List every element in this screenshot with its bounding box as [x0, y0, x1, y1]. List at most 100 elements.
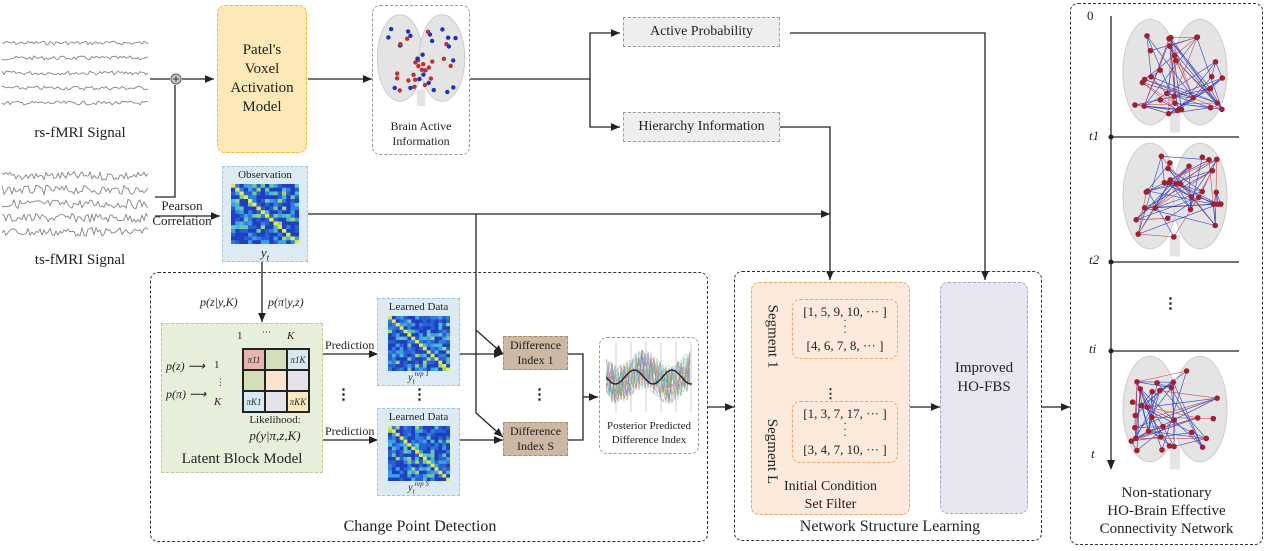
heatmap-cell [403, 450, 408, 454]
heatmap-cell [260, 236, 266, 241]
heatmap-cell [403, 439, 408, 444]
heatmap-cell [395, 319, 400, 324]
heatmap-cell [442, 446, 447, 451]
heatmap-cell [395, 439, 400, 444]
heatmap-cell [403, 336, 408, 341]
heatmap-cell [419, 432, 424, 437]
heatmap-cell [442, 426, 447, 430]
heatmap-cell [419, 326, 424, 331]
timeline-label-t2: t2 [1089, 252, 1100, 267]
heatmap-cell [422, 477, 428, 481]
lbm-row-label-k: K [214, 396, 222, 408]
heatmap-cell [415, 443, 420, 447]
heatmap-cell [446, 346, 450, 351]
vdots-timeline: ⋮ [1163, 296, 1178, 312]
heatmap-cell [415, 467, 420, 471]
active-voxel-dot [421, 62, 426, 67]
heatmap-cell [277, 202, 283, 207]
heatmap-cell [446, 319, 450, 324]
active-voxel-dot [421, 72, 426, 77]
connectivity-edge [1159, 390, 1218, 399]
heatmap-cell [426, 364, 431, 368]
heatmap-cell [415, 326, 420, 331]
heatmap-cell [403, 426, 408, 430]
initial-condition-set-filter-box: Segment 1 [1, 5, 9, 10, ··· ] ··· [4, 6,… [751, 282, 910, 515]
heatmap-cell [252, 184, 257, 189]
heatmap-cell [434, 322, 439, 327]
heatmap-cell [239, 240, 245, 244]
brain-node [1147, 47, 1154, 54]
lbm-cell: π1K [287, 349, 309, 370]
heatmap-cell [434, 460, 439, 465]
heatmap-cell [239, 217, 245, 222]
heatmap-cell [395, 477, 400, 481]
heatmap-cell [446, 477, 450, 481]
heatmap-cell [422, 336, 428, 341]
heatmap-cell [442, 432, 447, 437]
heatmap-cell [395, 426, 400, 430]
brain-node [1158, 153, 1165, 160]
heatmap-cell [391, 316, 397, 320]
heatmap-cell [260, 240, 266, 244]
heatmap-cell [407, 340, 412, 344]
heatmap-cell [256, 214, 262, 219]
observation-box: Observation yt [222, 166, 308, 263]
heatmap-cell [399, 333, 404, 337]
lbm-cell: π11 [243, 349, 265, 370]
heatmap-cell [391, 350, 397, 355]
arrow-hierarchy-to-filter [780, 126, 834, 280]
heatmap-cell [391, 432, 397, 437]
heatmap-cell [239, 214, 245, 219]
heatmap-cell [252, 202, 257, 207]
heatmap-cell [399, 463, 404, 468]
active-voxel-dot [448, 63, 453, 69]
heatmap-cell [391, 426, 397, 430]
rep-superscript: rep S [414, 480, 429, 488]
active-voxel-dot [405, 29, 411, 34]
heatmap-cell [388, 432, 393, 437]
active-voxel-dot [417, 76, 422, 82]
heatmap-cell [411, 467, 416, 471]
heatmap-cell [286, 210, 291, 215]
heatmap-cell [252, 217, 257, 222]
heatmap-cell [434, 436, 439, 441]
brain-node [1199, 154, 1206, 160]
brain-node [1209, 167, 1216, 174]
hofbs-line-2: HO-FBS [957, 379, 1011, 395]
heatmap-cell [391, 343, 397, 348]
active-voxel-dot [430, 59, 435, 64]
heatmap-cell [426, 333, 431, 337]
brain-node [1138, 402, 1145, 409]
heatmap-cell [388, 340, 393, 344]
heatmap-cell [403, 429, 408, 434]
heatmap-cell [391, 436, 397, 441]
learned-data-box-1: Learned Data ytrep 1 [377, 298, 460, 386]
heatmap-cell [248, 229, 253, 234]
connectivity-edge [1210, 88, 1223, 110]
connectivity-edge [1174, 36, 1198, 56]
heatmap-cell [434, 450, 439, 454]
pearson-line-2: Correlation [152, 213, 212, 228]
heatmap-cell [252, 236, 257, 241]
heatmap-cell [411, 316, 416, 320]
heatmap-cell [442, 316, 447, 320]
heatmap-cell [411, 346, 416, 351]
heatmap-cell [430, 357, 435, 361]
heatmap-cell [442, 474, 447, 478]
connectivity-edge [1175, 60, 1194, 98]
connectivity-edge [1196, 37, 1223, 110]
heatmap-cell [294, 202, 299, 207]
heatmap-cell [411, 367, 416, 371]
heatmap-cell [273, 221, 279, 226]
heatmap-cell [411, 443, 416, 447]
brain-node [1157, 67, 1163, 73]
heatmap-cell [395, 460, 400, 465]
heatmap-cell [403, 367, 408, 371]
heatmap-cell [434, 446, 439, 451]
brain-node [1144, 33, 1150, 39]
heatmap-cell [422, 453, 428, 458]
heatmap-cell [411, 463, 416, 468]
difference-index-1-box: Difference Index 1 [503, 336, 568, 370]
heatmap-cell [419, 340, 424, 344]
p-pi-text: p(π) [166, 387, 187, 401]
